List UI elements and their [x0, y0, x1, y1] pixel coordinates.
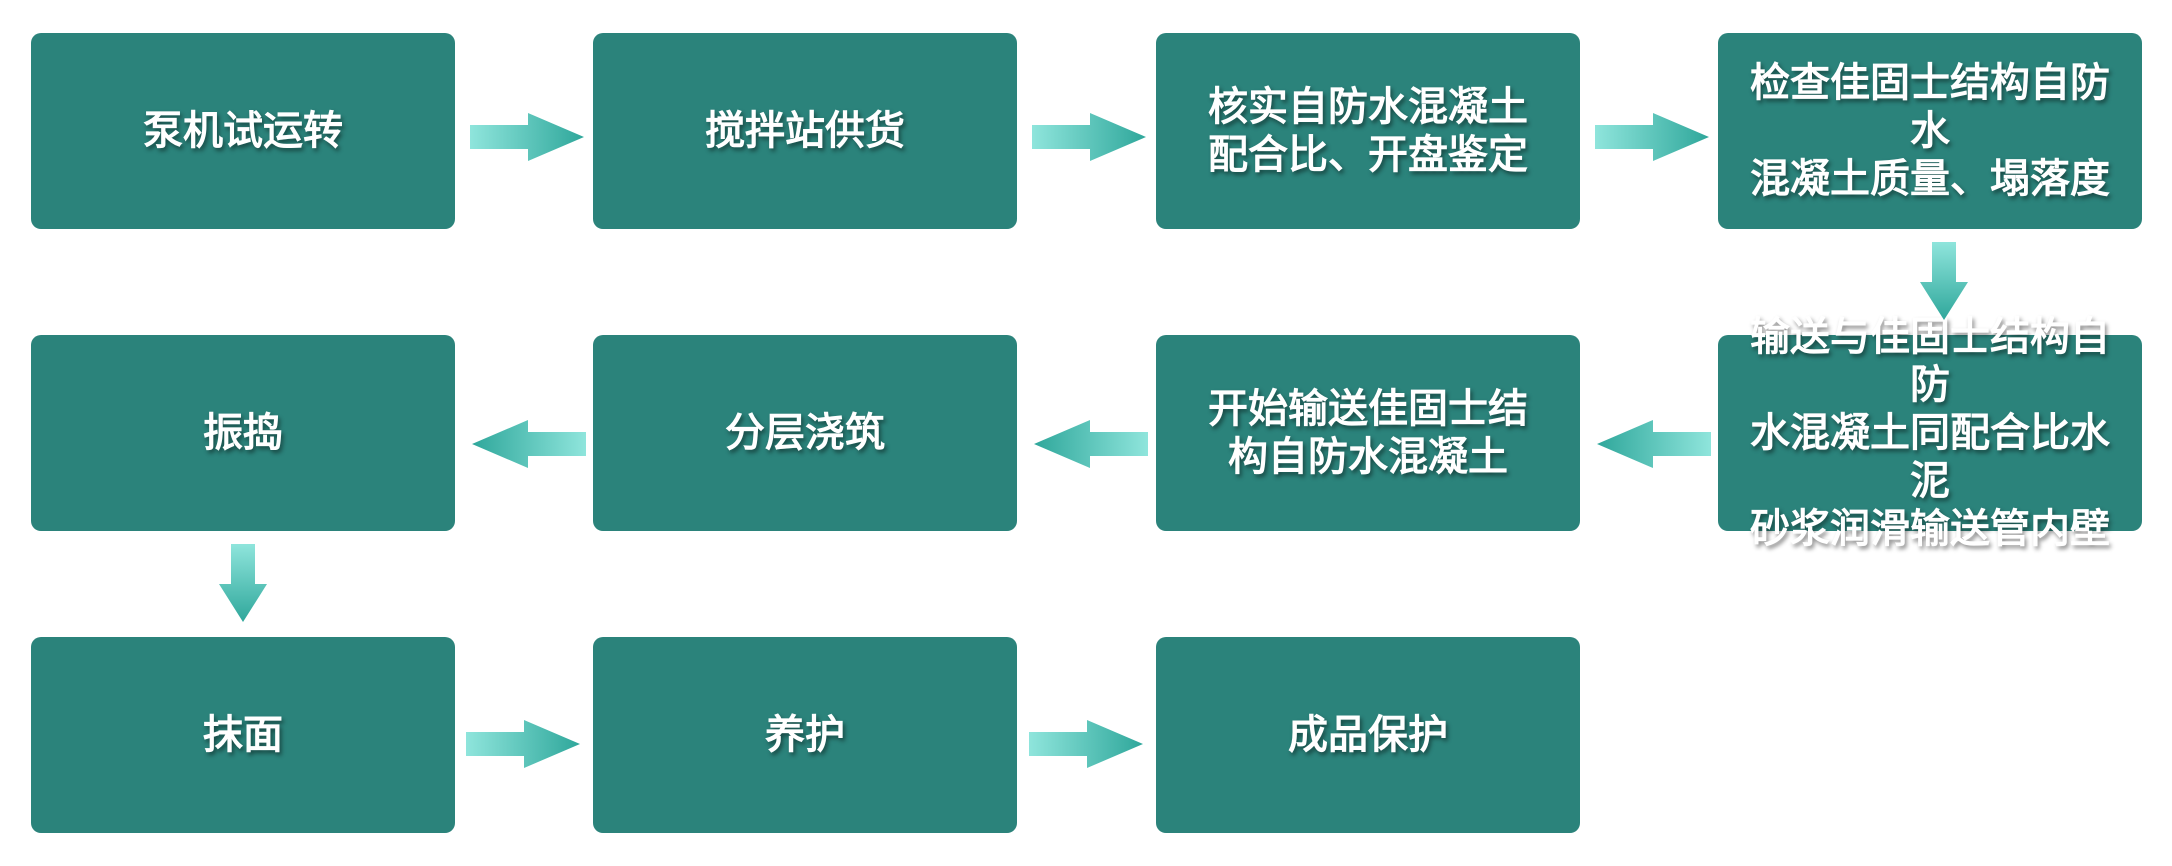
step-start-conveying: 开始输送佳固士结 构自防水混凝土: [1156, 335, 1580, 531]
step-verify-mix-ratio: 核实自防水混凝土 配合比、开盘鉴定: [1156, 33, 1580, 229]
arrow-left-icon: [1034, 420, 1148, 468]
step-label: 搅拌站供货: [705, 108, 905, 154]
step-check-concrete-quality: 检查佳固士结构自防水 混凝土质量、塌落度: [1718, 33, 2142, 229]
step-label: 抹面: [203, 712, 283, 758]
arrow-right-icon: [1595, 113, 1709, 161]
step-curing: 养护: [593, 637, 1017, 833]
step-label: 分层浇筑: [725, 410, 885, 456]
step-layered-pouring: 分层浇筑: [593, 335, 1017, 531]
step-label: 输送与佳固士结构自防 水混凝土同配合比水泥 砂浆润滑输送管内壁: [1750, 314, 2110, 552]
arrow-left-icon: [472, 420, 586, 468]
step-label: 成品保护: [1288, 712, 1448, 758]
step-label: 养护: [765, 712, 845, 758]
arrow-right-icon: [1029, 720, 1143, 768]
step-label: 泵机试运转: [143, 108, 343, 154]
arrow-left-icon: [1597, 420, 1711, 468]
step-mixing-station-supply: 搅拌站供货: [593, 33, 1017, 229]
arrow-right-icon: [470, 113, 584, 161]
step-pump-trial-run: 泵机试运转: [31, 33, 455, 229]
step-label: 开始输送佳固士结 构自防水混凝土: [1208, 386, 1528, 480]
step-label: 核实自防水混凝土 配合比、开盘鉴定: [1208, 84, 1528, 178]
arrow-down-icon: [1920, 242, 1968, 320]
arrow-right-icon: [1032, 113, 1146, 161]
step-label: 振捣: [203, 410, 283, 456]
step-label: 检查佳固士结构自防水 混凝土质量、塌落度: [1750, 60, 2110, 202]
step-vibrating: 振捣: [31, 335, 455, 531]
step-lubricate-pipe: 输送与佳固士结构自防 水混凝土同配合比水泥 砂浆润滑输送管内壁: [1718, 314, 2142, 552]
arrow-right-icon: [466, 720, 580, 768]
step-finished-product-protection: 成品保护: [1156, 637, 1580, 833]
arrow-down-icon: [219, 544, 267, 622]
step-troweling: 抹面: [31, 637, 455, 833]
